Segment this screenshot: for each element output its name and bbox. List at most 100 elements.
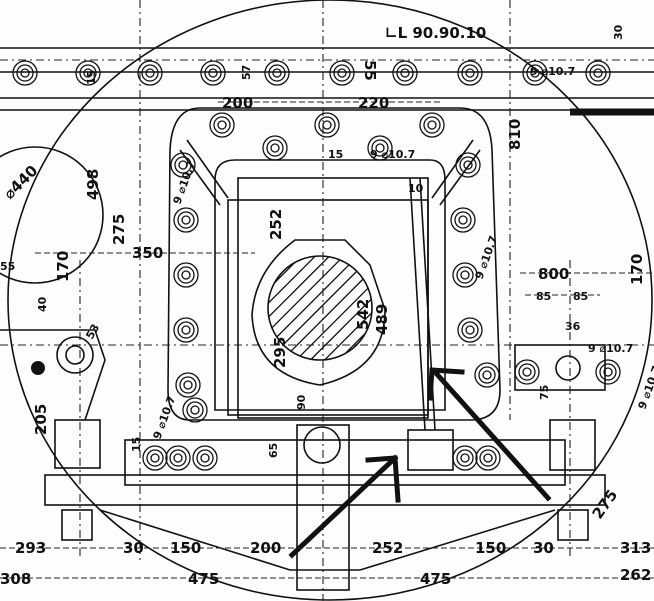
hatch-line [271,259,341,329]
rivet-icon [75,60,101,86]
annotation-arrow-right [427,367,552,502]
dim-label: 475 [188,570,219,588]
dimension-lines [0,101,654,579]
right-hanger [514,344,606,541]
rivet-icon [209,112,235,138]
rivet-icon [392,60,418,86]
outer-contour [7,0,653,601]
rivet-icon [262,135,288,161]
dim-label: ⌀440 [0,162,41,203]
dim-label: 220 [358,94,389,112]
rivet-icon [329,60,355,86]
dim-label: 252 [372,539,403,557]
shaft-section [251,239,386,386]
rivet-icon [452,445,478,471]
rivet-icon [170,152,196,178]
dim-label: 308 [0,570,31,588]
rivet-icon [173,317,199,343]
hatch-line [324,312,373,361]
dim-label: 252 [267,209,285,240]
dim-label: 475 [420,570,451,588]
dim-label: 275 [110,214,128,245]
dim-label: 150 [170,539,201,557]
rivet-icon [585,60,611,86]
hatch-line [290,278,364,352]
rivet-icon [175,372,201,398]
dim-label: 15 [130,437,143,452]
left-round-plate [0,146,104,284]
rivet-icon [474,362,500,388]
dim-label: 200 [250,539,281,557]
rivet-icon [264,60,290,86]
rivet-icon [182,397,208,423]
dim-label: 800 [538,265,569,283]
dim-label: 542 [354,299,372,330]
rivet-note: 9 ⌀10.7 [370,148,415,161]
dim-label: 295 [271,337,289,368]
hatch-line [344,332,366,354]
dim-label: 40 [36,296,49,312]
rivet-icon [457,317,483,343]
dimension-labels: ∟L 90.90.10 9 ⌀10.7 9 ⌀10.7 9 ⌀10.7 9 ⌀1… [0,24,654,588]
profile-note: ∟L 90.90.10 [385,24,486,42]
rivet-note: 9 ⌀10.7 [151,394,179,441]
rivet-note: 9 ⌀10.7 [530,65,575,78]
dim-label: 170 [54,251,72,282]
dim-label: 55 [361,60,379,81]
rivet-icon [514,359,540,385]
dim-label: 200 [222,94,253,112]
rivet-icon [419,112,445,138]
rivet-icon [165,445,191,471]
hatch-line [274,262,296,284]
hatch-line [310,298,372,360]
rivet-icon [595,359,621,385]
dim-label: 489 [373,304,391,335]
rivet-icon [522,60,548,86]
rivet-note: 9 ⌀10.7 [588,342,633,355]
dim-label: 350 [132,244,163,262]
rivet-icon [192,445,218,471]
dim-label: 150 [475,539,506,557]
dim-label: 275 [589,486,622,522]
dim-label: 10 [408,182,424,195]
cross-beam [44,424,606,591]
dim-label: 170 [628,254,646,285]
dim-label: 55 [0,260,15,273]
hatch-line [267,255,316,304]
dim-label: 36 [565,320,581,333]
top-angle-profile [0,47,654,116]
dim-label: 262 [620,566,651,584]
dim-label: 30 [612,24,625,40]
dim-label: 205 [32,404,50,435]
rivet-icon [457,60,483,86]
rivet-icon [173,207,199,233]
rivet-icon [173,262,199,288]
rivets [12,60,621,471]
dim-label: 30 [123,539,144,557]
hatch-line [282,270,358,346]
dim-label: 65 [267,443,280,458]
rivet-icon [200,60,226,86]
rivet-icon [475,445,501,471]
dim-label: 85 [536,290,551,303]
rivet-icon [12,60,38,86]
dim-label: 498 [84,169,102,200]
rivet-icon [137,60,163,86]
dim-label: 30 [533,539,554,557]
dim-label: 85 [573,290,588,303]
dim-label: 75 [538,385,551,400]
dim-label: 57 [240,65,253,80]
rivet-icon [455,152,481,178]
hatch-line [276,264,350,338]
hatch-line [268,256,330,318]
dim-label: 15 [85,70,98,85]
rivet-icon [142,445,168,471]
rivet-icon [450,207,476,233]
dim-label: 293 [15,539,46,557]
dim-label: 53 [83,322,102,342]
left-hanger [0,329,106,541]
annotation-arrow-left [288,454,401,559]
rivet-icon [367,135,393,161]
